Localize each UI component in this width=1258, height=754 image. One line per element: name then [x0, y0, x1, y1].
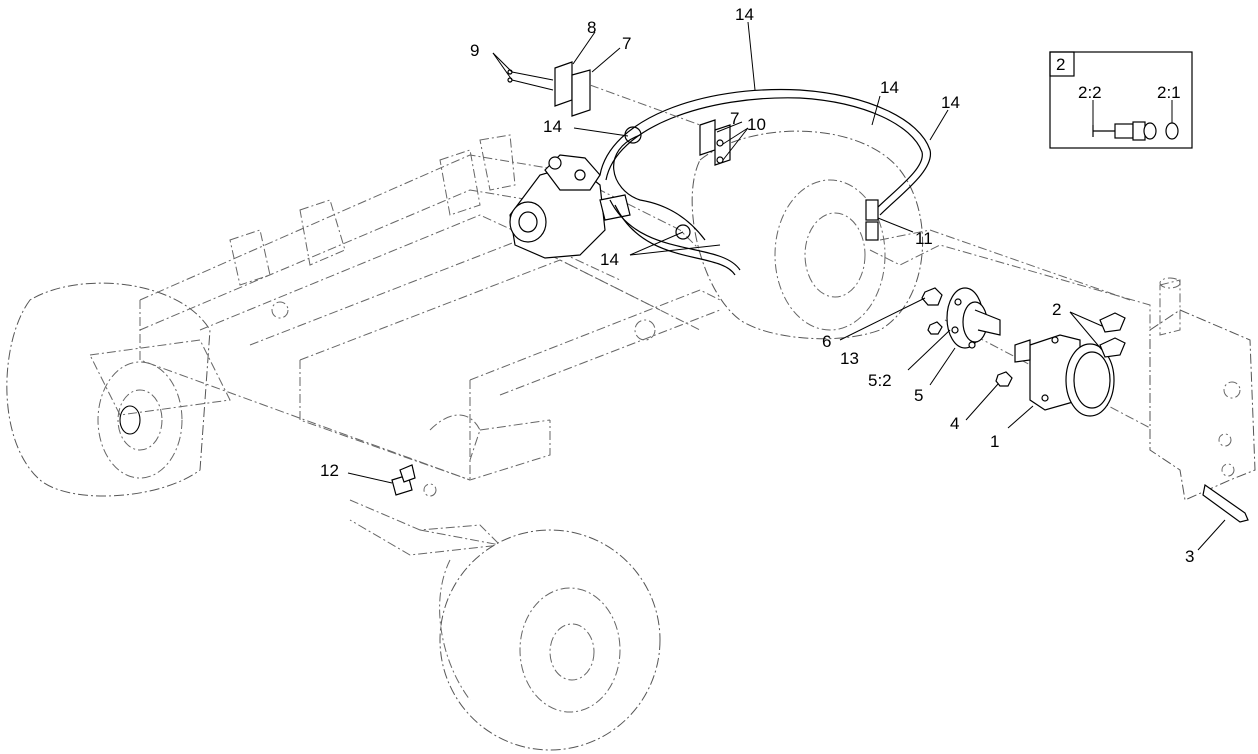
hydraulic-pump [509, 154, 631, 259]
wheel-hub-5 [946, 287, 1001, 349]
front-tube [349, 499, 502, 556]
callout-6: 6 [822, 332, 831, 351]
detail-label-2-2: 2:2 [1078, 83, 1102, 102]
detail-box-tag: 2 [1056, 55, 1065, 74]
callouts: 1 2 3 4 5 5:2 6 7 7 8 9 10 11 12 13 14 1… [320, 5, 1194, 566]
nut-4 [995, 371, 1013, 387]
callout-11: 11 [915, 229, 933, 248]
detail-box [1049, 51, 1193, 149]
main-frame [89, 134, 721, 497]
clamps-upper [554, 61, 731, 166]
callout-10: 10 [747, 115, 766, 134]
callout-1: 1 [990, 432, 999, 451]
callout-3: 3 [1185, 547, 1194, 566]
callout-7-lower: 7 [730, 109, 739, 128]
fitting-11 [865, 199, 879, 241]
callout-14-left: 14 [543, 117, 562, 136]
callout-9: 9 [470, 41, 479, 60]
callout-5-2: 5:2 [868, 371, 892, 390]
rear-right-wheel [691, 130, 923, 340]
callout-12: 12 [320, 461, 339, 480]
callout-13: 13 [840, 349, 859, 368]
fittings-2 [1099, 312, 1126, 358]
fitting-12 [391, 464, 416, 496]
detail-label-2-1: 2:1 [1157, 83, 1181, 102]
callout-2: 2 [1052, 300, 1061, 319]
leader-lines [347, 21, 1226, 551]
front-wheel [439, 529, 661, 751]
callout-14-far-right: 14 [941, 93, 960, 112]
callout-14-top: 14 [735, 5, 754, 24]
rear-left-wheel [6, 282, 211, 497]
callout-4: 4 [950, 414, 959, 433]
hydraulic-motor-1 [1014, 334, 1115, 417]
bolts-9 [507, 69, 554, 91]
hydraulic-hoses [599, 88, 931, 276]
callout-8: 8 [587, 18, 596, 37]
motor-mount [1149, 277, 1256, 523]
callout-7-upper: 7 [622, 34, 631, 53]
nut-13 [927, 321, 943, 335]
nut-6 [921, 287, 943, 306]
callout-14-right: 14 [880, 78, 899, 97]
callout-14-lower: 14 [600, 250, 619, 269]
callout-5: 5 [914, 386, 923, 405]
